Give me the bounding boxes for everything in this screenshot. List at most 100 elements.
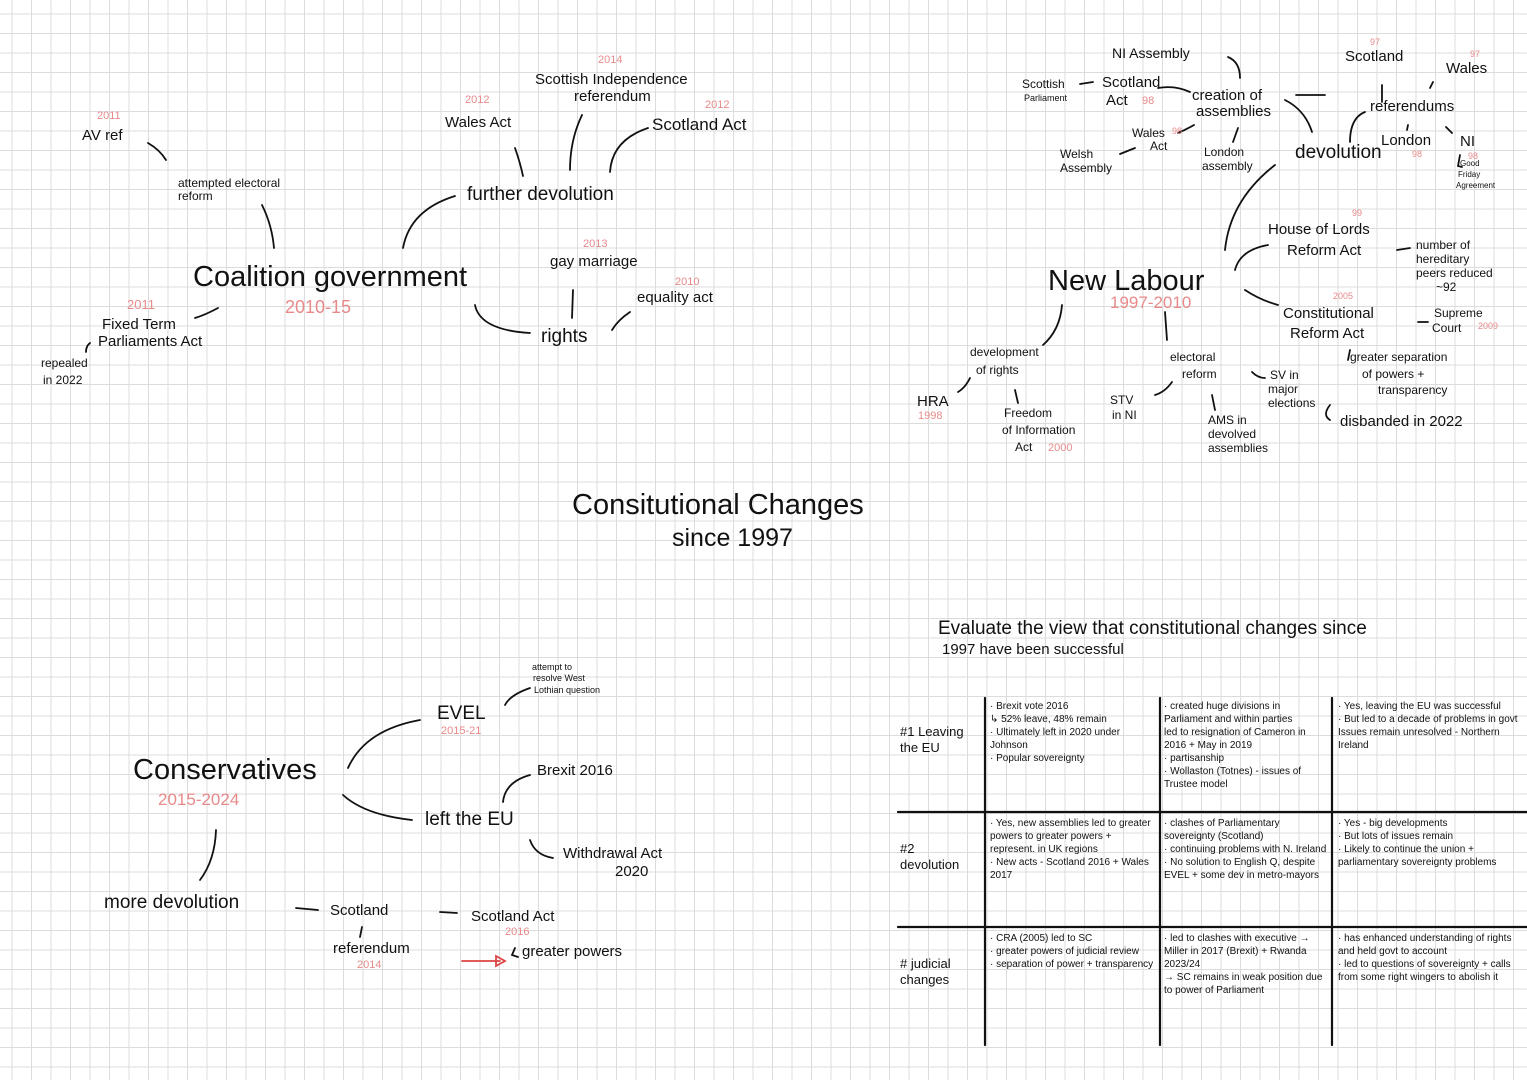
- row-label-line: #2: [900, 841, 915, 856]
- table-cell: · led to clashes with executive → Miller…: [1164, 932, 1328, 997]
- cra-line2: Reform Act: [1290, 325, 1365, 342]
- devolution: devolution: [1295, 142, 1382, 163]
- scot-ref-year: 2014: [598, 54, 623, 66]
- new-labour-label: New Labour: [1048, 265, 1205, 297]
- gay-marriage: gay marriage: [550, 253, 638, 270]
- cell-point: led to resignation of Cameron in 2016 + …: [1164, 727, 1306, 751]
- table-cell: · Yes - big developments · But lots of is…: [1338, 817, 1526, 869]
- sc-line2: Court: [1432, 321, 1462, 335]
- evel-years: 2015-21: [441, 725, 482, 737]
- scotland-act-line1: Scotland: [1102, 74, 1161, 91]
- scottish-parl-line2: Parliament: [1024, 93, 1068, 103]
- cell-point: · New acts - Scotland 2016 + Wales 2017: [990, 857, 1149, 881]
- cell-point: ↳ 52% leave, 48% remain: [990, 714, 1107, 725]
- ftpa-line1: Fixed Term: [102, 316, 176, 333]
- table-cell: · created huge divisions in Parliament a…: [1164, 700, 1328, 791]
- table-cell: · CRA (2005) led to SC · greater powers o…: [990, 932, 1156, 971]
- repealed-line2: in 2022: [43, 373, 83, 387]
- scotland-act-year: 2012: [705, 99, 730, 111]
- sv-line1: SV in: [1270, 368, 1299, 382]
- cell-point: · Popular sovereignty: [990, 753, 1085, 764]
- cons-referendum-year: 2014: [357, 959, 382, 971]
- hol-line1: House of Lords: [1268, 221, 1370, 238]
- scotland-act-line2: Act: [1106, 92, 1128, 109]
- sv-line2: major: [1268, 382, 1299, 396]
- gfa-line3: Agreement: [1456, 181, 1496, 190]
- stv-line2: in NI: [1112, 408, 1137, 422]
- table-cell: · has enhanced understanding of rights a…: [1338, 932, 1526, 984]
- elec-line2: reform: [1182, 367, 1217, 381]
- scotland-act: Scotland Act: [652, 115, 747, 134]
- wales-act-year: 98: [1172, 126, 1183, 136]
- ni-assembly: NI Assembly: [1112, 45, 1190, 61]
- peers-line1: number of: [1416, 238, 1471, 252]
- gfa-line2: Friday: [1458, 170, 1481, 179]
- scottish-parl-line1: Scottish: [1022, 77, 1065, 91]
- peers-line2: hereditary: [1416, 252, 1470, 266]
- cons-scotland-act-year: 2016: [505, 926, 530, 938]
- london-assembly-line1: London: [1204, 145, 1245, 159]
- ref-wales: Wales: [1446, 60, 1488, 77]
- wales-act-line1: Wales: [1132, 126, 1165, 140]
- cell-point: · Yes - big developments: [1338, 818, 1448, 829]
- sv-line3: elections: [1268, 396, 1316, 410]
- hra: HRA: [917, 393, 949, 410]
- withdrawal-line2: 2020: [615, 863, 649, 880]
- row-label-line: changes: [900, 972, 950, 988]
- ams-line1: AMS in: [1208, 413, 1247, 427]
- gfa-line1: Good: [1460, 159, 1480, 168]
- ref-ni-year: 98: [1468, 151, 1479, 161]
- cell-point: · Likely to continue the union + parliam…: [1338, 844, 1497, 868]
- ref-london: London: [1381, 132, 1432, 149]
- conservatives-label: Conservatives: [133, 754, 317, 786]
- cell-point: · led to clashes with executive → Miller…: [1164, 933, 1310, 970]
- cell-point: · But lots of issues remain: [1338, 831, 1454, 842]
- cell-point: · partisanship: [1164, 753, 1225, 764]
- ref-london-year: 98: [1412, 149, 1423, 159]
- title-line2: since 1997: [672, 524, 793, 552]
- cell-point: · CRA (2005) led to SC: [990, 933, 1093, 944]
- essay-line2: 1997 have been successful: [942, 641, 1124, 658]
- av-year: 2011: [97, 110, 121, 122]
- dev-rights-line2: of rights: [976, 363, 1019, 377]
- cell-point: · continuing problems with N. Ireland: [1164, 844, 1327, 855]
- table-cell: · clashes of Parliamentary sovereignty (…: [1164, 817, 1328, 882]
- sc-line1: Supreme: [1434, 306, 1483, 320]
- elec-line1: electoral: [1170, 350, 1216, 364]
- hol-year: 99: [1352, 208, 1363, 218]
- ref-scotland-year: 97: [1370, 37, 1381, 47]
- wales-act-year: 2012: [465, 94, 490, 106]
- further-devolution: further devolution: [467, 184, 614, 205]
- wlq-line2: resolve West: [533, 673, 585, 683]
- table-cell: · Yes, leaving the EU was successful· Bu…: [1338, 700, 1526, 752]
- wales-act-line2: Act: [1150, 139, 1168, 153]
- foi-line2: of Information: [1002, 423, 1076, 437]
- essay-line1: Evaluate the view that constitutional ch…: [938, 618, 1367, 639]
- disbanded: disbanded in 2022: [1340, 413, 1463, 430]
- foi-line1: Freedom: [1004, 406, 1053, 420]
- cra-year: 2005: [1333, 291, 1354, 301]
- welsh-line2: Assembly: [1060, 161, 1113, 175]
- cell-point: · Ultimately left in 2020 under Johnson: [990, 727, 1121, 751]
- creation-line2: assemblies: [1196, 103, 1272, 120]
- cell-point: · greater powers of judicial review: [990, 946, 1139, 957]
- cell-point: · Yes, leaving the EU was successful: [1338, 701, 1501, 712]
- title-line1: Consitutional Changes: [572, 489, 864, 521]
- creation-line1: creation of: [1192, 87, 1263, 104]
- ref-ni: NI: [1460, 133, 1475, 150]
- peers-line4: ~92: [1436, 280, 1457, 294]
- greater-powers: greater powers: [522, 943, 623, 960]
- row-label-line: #1 Leaving: [900, 724, 964, 739]
- wales-act: Wales Act: [445, 114, 512, 131]
- peers-line3: peers reduced: [1416, 266, 1493, 280]
- welsh-line1: Welsh: [1060, 147, 1094, 161]
- rights: rights: [541, 326, 588, 347]
- dev-rights-line1: development: [970, 345, 1039, 359]
- cons-referendum: referendum: [333, 940, 410, 957]
- row-label-line: # judicial: [900, 956, 951, 971]
- ref-scotland: Scotland: [1345, 48, 1404, 65]
- coalition-label: Coalition government: [193, 261, 468, 293]
- cons-scotland: Scotland: [330, 902, 389, 919]
